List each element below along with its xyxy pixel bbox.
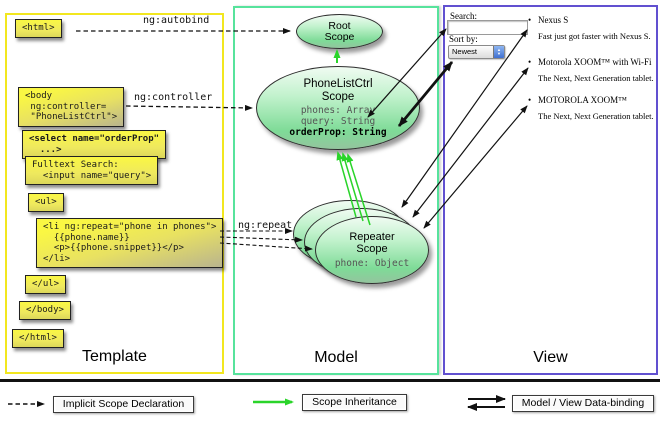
scope-prop-phone: phone: Object: [334, 258, 410, 269]
legend-data-binding: Model / View Data-binding: [512, 395, 654, 412]
sort-dropdown[interactable]: Newest ▲▼: [448, 45, 505, 59]
sort-dropdown-value: Newest: [452, 47, 478, 56]
ng-controller-label: ng:controller: [134, 92, 213, 103]
phone-list-item: • MOTOROLA XOOM™ The Next, Next Generatio…: [528, 95, 654, 121]
code-box-ul-open: <ul>: [28, 193, 64, 212]
model-column-label: Model: [314, 349, 358, 366]
code-box-html-open: <html>: [15, 19, 62, 38]
scope-prop-phones: phones: Array: [300, 105, 376, 116]
ng-repeat-label: ng:repeat: [238, 220, 293, 231]
code-box-ul-close: </ul>: [25, 275, 67, 294]
dropdown-stepper-icon: ▲▼: [493, 46, 504, 58]
phone-name: MOTOROLA XOOM™: [538, 95, 627, 105]
code-box-select: <select name="orderProp" ...>: [22, 130, 167, 159]
legend-separator-line: [0, 379, 660, 382]
ng-autobind-label: ng:autobind: [143, 15, 210, 26]
scope-prop-query: query: String: [300, 116, 376, 127]
bullet-icon: •: [528, 57, 532, 67]
repeater-scope-title: Repeater Scope: [349, 231, 395, 255]
phone-desc: Fast just got faster with Nexus S.: [538, 31, 651, 41]
code-box-body-close: </body>: [19, 301, 71, 320]
phone-name: Motorola XOOM™ with Wi-Fi: [538, 57, 652, 67]
phone-list-item: • Motorola XOOM™ with Wi-Fi The Next, Nex…: [528, 57, 654, 83]
legend-scope-inheritance: Scope Inheritance: [302, 394, 407, 411]
phone-desc: The Next, Next Generation tablet.: [538, 111, 654, 121]
phonelistctrl-scope-ellipse: PhoneListCtrl Scope phones: Array query:…: [256, 66, 420, 150]
search-label: Search:: [450, 11, 477, 21]
phone-desc: The Next, Next Generation tablet.: [538, 73, 654, 83]
bullet-icon: •: [528, 15, 532, 25]
legend-implicit-scope: Implicit Scope Declaration: [53, 396, 194, 413]
phonelistctrl-scope-title: PhoneListCtrl Scope: [303, 78, 373, 103]
root-scope-ellipse: Root Scope: [296, 14, 383, 49]
model-column: Model: [233, 6, 439, 375]
view-column-label: View: [533, 349, 568, 366]
code-box-html-close: </html>: [12, 329, 64, 348]
phone-list-item: • Nexus S Fast just got faster with Nexus…: [528, 15, 654, 41]
root-scope-title: Root Scope: [324, 19, 355, 43]
search-input[interactable]: [447, 20, 528, 35]
scope-prop-orderprop: orderProp: String: [289, 127, 387, 138]
template-column-label: Template: [82, 348, 147, 365]
repeater-scope-ellipse-front: Repeater Scope phone: Object: [315, 216, 429, 284]
sort-label: Sort by:: [449, 34, 478, 44]
bullet-icon: •: [528, 95, 532, 105]
code-box-fulltext-search: Fulltext Search: <input name="query">: [25, 156, 159, 185]
phone-name: Nexus S: [538, 15, 569, 25]
code-box-li-repeat: <li ng:repeat="phone in phones"> {{phone…: [36, 218, 224, 268]
code-box-body-open: <body ng:controller= "PhoneListCtrl">: [18, 87, 125, 127]
